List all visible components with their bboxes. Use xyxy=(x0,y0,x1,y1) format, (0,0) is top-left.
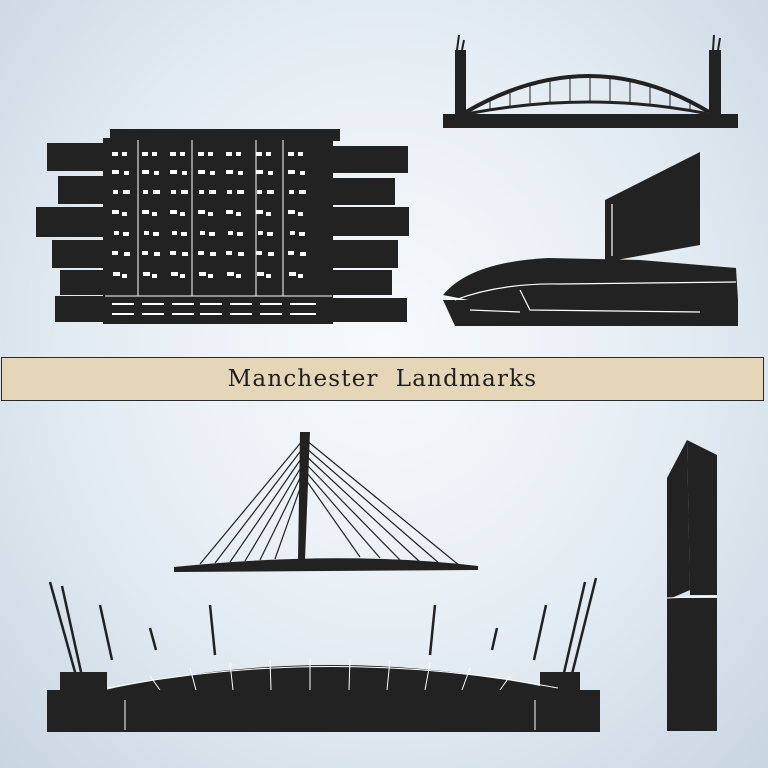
skyscraper-tower-icon xyxy=(666,440,718,731)
cable-stayed-bridge-icon xyxy=(174,432,478,572)
waterfront-museum-building-icon xyxy=(443,152,738,326)
football-stadium-icon xyxy=(47,577,600,732)
arch-footbridge-icon xyxy=(443,34,738,128)
title-banner: Manchester Landmarks xyxy=(1,357,764,401)
residential-tower-block-icon xyxy=(36,129,409,324)
banner-title: Manchester Landmarks xyxy=(227,366,538,392)
